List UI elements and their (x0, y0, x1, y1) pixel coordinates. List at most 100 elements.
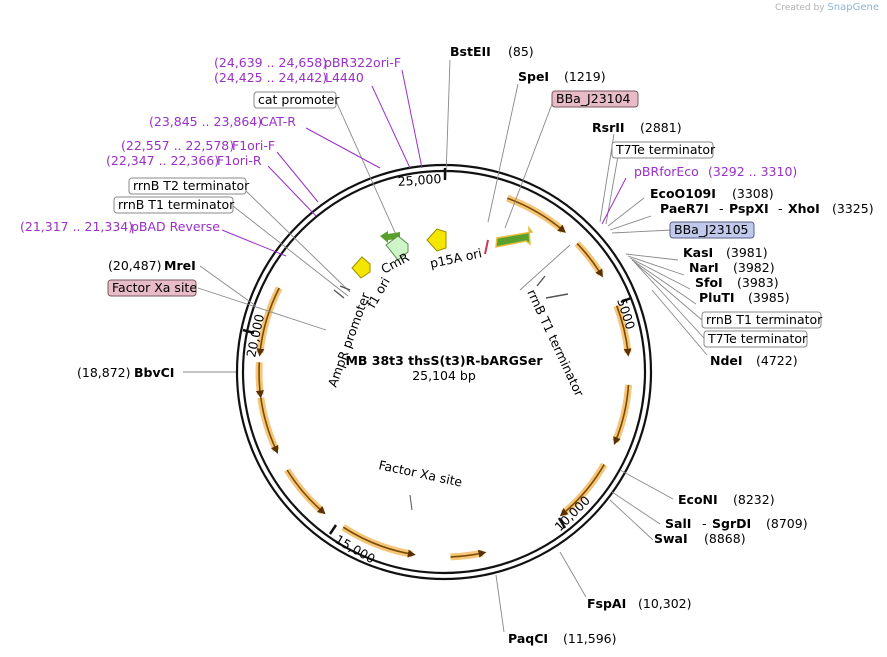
svg-text:F1ori-R: F1ori-R (217, 153, 262, 168)
p15a-ori-arrow (426, 228, 447, 252)
cmr-arrow (385, 235, 409, 261)
cds-arrow[interactable] (615, 305, 632, 357)
svg-text:(85): (85) (508, 44, 534, 59)
svg-text:PaeR7I: PaeR7I (660, 201, 709, 216)
primer-cat-r[interactable]: (23,845 .. 23,864)CAT-R (149, 114, 296, 129)
feature-bba-j23105[interactable]: BBa_J23105 (669, 221, 755, 239)
factor-xa-mark (409, 494, 413, 511)
cds-arrow[interactable] (255, 362, 264, 399)
cds-arrow[interactable] (559, 464, 605, 517)
svg-text:rrnB T1 terminator: rrnB T1 terminator (706, 312, 823, 327)
f1-ori-arrow (351, 256, 371, 279)
svg-text:(23,845 .. 23,864): (23,845 .. 23,864) (149, 114, 262, 129)
svg-text:BbvCI: BbvCI (134, 365, 174, 380)
snapgene-credit: Created by SnapGene (775, 2, 879, 13)
cds-arrow[interactable] (450, 549, 487, 558)
cds-arrow[interactable] (613, 384, 630, 446)
inner-features (333, 225, 569, 511)
svg-text:(1219): (1219) (564, 69, 606, 84)
site-paer7i-pspxi-xhoi[interactable]: PaeR7I - PspXI - XhoI (3325) (660, 201, 874, 216)
svg-text:-: - (719, 201, 724, 216)
svg-text:pBR322ori-F: pBR322ori-F (324, 55, 401, 70)
rbs-mark (484, 239, 489, 255)
svg-text:(24,425 .. 24,442): (24,425 .. 24,442) (214, 70, 327, 85)
svg-text:pBRforEco: pBRforEco (634, 164, 699, 179)
site-swai[interactable]: SwaI (8868) (654, 531, 746, 546)
feature-rrnb-t1-terminator-1[interactable]: rrnB T1 terminator (113, 196, 235, 214)
cds-arrow[interactable] (256, 287, 280, 357)
svg-text:BBa_J23104: BBa_J23104 (556, 91, 631, 106)
svg-text:(11,596): (11,596) (563, 631, 617, 646)
primer-pbr322ori-f[interactable]: (24,639 .. 24,658)pBR322ori-F (214, 55, 401, 70)
site-sfoi[interactable]: SfoI(3983) (695, 275, 779, 290)
cds-arrow[interactable] (576, 242, 604, 278)
site-fspai[interactable]: FspAI (10,302) (587, 596, 692, 611)
primers: (24,639 .. 24,658)pBR322ori-F (24,425 ..… (20, 55, 797, 234)
svg-text:FspAI: FspAI (587, 596, 626, 611)
svg-text:SgrDI: SgrDI (712, 516, 751, 531)
svg-text:(22,557 .. 22,578): (22,557 .. 22,578) (121, 138, 234, 153)
primer-pbrforeco[interactable]: pBRforEco(3292 .. 3310) (634, 164, 797, 179)
cds-arrow[interactable] (507, 197, 566, 233)
svg-text:(8709): (8709) (766, 516, 808, 531)
cds-arrow[interactable] (342, 526, 416, 558)
site-spei[interactable]: SpeI (1219) (518, 69, 606, 84)
terminator-mark-1 (536, 275, 546, 287)
svg-text:-: - (702, 516, 707, 531)
feature-rrnb-t1-terminator-2[interactable]: rrnB T1 terminator (701, 311, 823, 329)
svg-text:NdeI: NdeI (710, 353, 743, 368)
svg-text:(3981): (3981) (726, 245, 768, 260)
svg-text:PaqCI: PaqCI (508, 631, 548, 646)
svg-text:PspXI: PspXI (729, 201, 769, 216)
svg-text:EcoNI: EcoNI (678, 492, 718, 507)
restriction-sites: BstEII(85) SpeI (1219) RsrII(2881) EcoO10… (77, 44, 874, 646)
svg-text:NarI: NarI (689, 260, 719, 275)
svg-text:(10,302): (10,302) (638, 596, 692, 611)
svg-text:rrnB T1 terminator: rrnB T1 terminator (118, 197, 235, 212)
feature-rrnb-t2-terminator[interactable]: rrnB T2 terminator (128, 177, 250, 195)
site-pluti[interactable]: PluTI (3985) (699, 290, 790, 305)
svg-text:SalI: SalI (665, 516, 691, 531)
site-ecoo109i[interactable]: EcoO109I(3308) (650, 186, 774, 201)
cds-arrow[interactable] (286, 469, 326, 515)
site-econi[interactable]: EcoNI(8232) (678, 492, 775, 507)
svg-text:SpeI: SpeI (518, 69, 549, 84)
site-bbvci[interactable]: (18,872)BbvCI (77, 365, 174, 380)
primer-f1ori-r[interactable]: (22,347 .. 22,366)F1ori-R (106, 153, 262, 168)
primer-f1ori-f[interactable]: (22,557 .. 22,578)F1ori-F (121, 138, 275, 153)
factor-xa-inner-label: Factor Xa site (377, 457, 464, 489)
feature-factor-xa-site[interactable]: Factor Xa site (107, 279, 197, 297)
svg-text:(24,639 .. 24,658): (24,639 .. 24,658) (214, 55, 327, 70)
primer-l4440[interactable]: (24,425 .. 24,442)L4440 (214, 70, 364, 85)
svg-text:RsrII: RsrII (592, 120, 625, 135)
site-ndei[interactable]: NdeI(4722) (710, 353, 798, 368)
site-rsrii[interactable]: RsrII(2881) (592, 120, 682, 135)
plasmid-length: 25,104 bp (412, 368, 476, 383)
cds-arrow[interactable] (260, 397, 279, 454)
svg-text:(3325): (3325) (832, 201, 874, 216)
promoter-arrow (495, 225, 534, 248)
tick-25000: 25,000 (397, 171, 442, 189)
site-paqci[interactable]: PaqCI (11,596) (508, 631, 617, 646)
site-nari[interactable]: NarI(3982) (689, 260, 775, 275)
svg-text:(8868): (8868) (704, 531, 746, 546)
feature-t7te-terminator-2[interactable]: T7Te terminator (703, 330, 808, 348)
site-bsteii[interactable]: BstEII(85) (450, 44, 534, 59)
svg-text:T7Te terminator: T7Te terminator (707, 331, 808, 346)
primer-leaders (221, 69, 627, 257)
feature-bba-j23104[interactable]: BBa_J23104 (551, 90, 639, 108)
svg-text:SwaI: SwaI (654, 531, 688, 546)
primer-pbad-reverse[interactable]: (21,317 .. 21,334)pBAD Reverse (20, 219, 220, 234)
svg-text:PluTI: PluTI (699, 290, 735, 305)
site-sali-sgrdi[interactable]: SalI - SgrDI (8709) (665, 516, 808, 531)
site-mrei[interactable]: (20,487)MreI (108, 258, 196, 273)
credit-prefix: Created by (775, 3, 825, 13)
feature-boxes: cat promoter BBa_J23104 T7Te terminator … (107, 90, 823, 348)
terminator-mark-4 (333, 289, 345, 299)
feature-cat-promoter[interactable]: cat promoter (253, 91, 340, 109)
site-kasi[interactable]: KasI(3981) (683, 245, 768, 260)
svg-text:(3985): (3985) (748, 290, 790, 305)
rrnb-t1-inner-label: rrnB T1 terminator (524, 287, 587, 400)
svg-text:(3983): (3983) (737, 275, 779, 290)
feature-t7te-terminator-1[interactable]: T7Te terminator (611, 141, 716, 159)
